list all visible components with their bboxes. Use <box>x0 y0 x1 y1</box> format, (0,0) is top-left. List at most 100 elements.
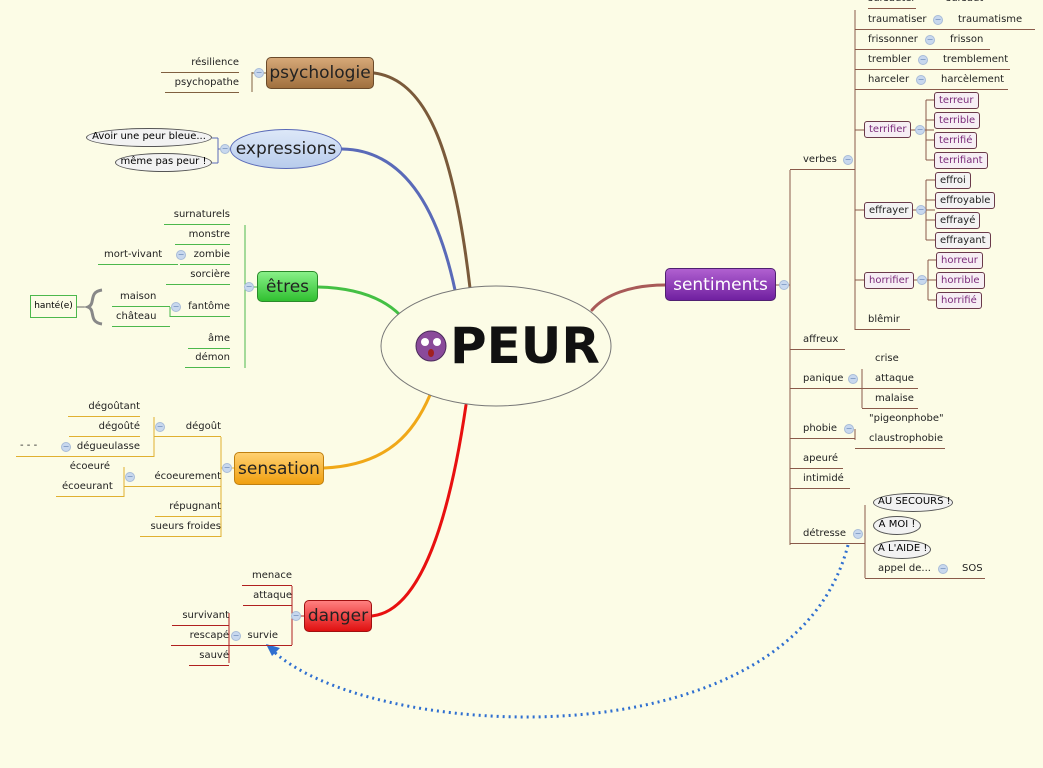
leaf[interactable]: attaque <box>862 371 918 389</box>
collapse-toggle[interactable]: − <box>155 422 165 432</box>
leaf[interactable]: sauvé <box>189 648 229 666</box>
collapse-toggle[interactable]: − <box>254 68 264 78</box>
derived-word[interactable]: effrayant <box>935 232 991 249</box>
verb[interactable]: traumatiser <box>855 12 1035 30</box>
verb[interactable]: blêmir <box>855 312 910 330</box>
leaf[interactable]: écoeuré <box>69 461 110 472</box>
verb[interactable]: trembler <box>855 52 1010 70</box>
derived-word[interactable]: horreur <box>936 252 983 269</box>
central-topic[interactable]: PEUR <box>450 317 600 375</box>
leaf[interactable]: écoeurement <box>124 469 221 487</box>
derived-word[interactable]: horrible <box>936 272 985 289</box>
leaf[interactable]: menace <box>241 568 292 586</box>
noun[interactable]: harcèlement <box>941 74 1005 85</box>
derived-word[interactable]: terreur <box>934 92 979 109</box>
leaf[interactable]: appel de... <box>865 561 985 579</box>
noun[interactable]: tremblement <box>943 54 1009 65</box>
callout-bubble[interactable]: A L'AIDE ! <box>873 540 931 559</box>
derived-word[interactable]: horrifié <box>936 292 982 309</box>
collapse-toggle[interactable]: − <box>231 631 241 641</box>
topic-sensation[interactable]: sensation <box>234 452 324 485</box>
leaf[interactable]: crise <box>875 353 899 364</box>
leaf[interactable]: démon <box>185 350 230 368</box>
leaf[interactable]: apeuré <box>790 451 843 469</box>
topic-psychologie[interactable]: psychologie <box>266 57 374 89</box>
leaf[interactable]: répugnant <box>155 499 221 517</box>
leaf[interactable]: monstre <box>174 227 230 245</box>
collapse-toggle[interactable]: − <box>125 472 135 482</box>
leaf[interactable]: SOS <box>962 563 983 574</box>
leaf[interactable]: intimidé <box>790 471 850 489</box>
leaf[interactable]: château <box>112 309 170 327</box>
branch-verbes[interactable]: verbes <box>790 152 855 170</box>
leaf[interactable]: sorcière <box>166 267 230 285</box>
leaf[interactable]: écoeurant <box>56 479 124 497</box>
topic-danger[interactable]: danger <box>304 600 372 632</box>
collapse-toggle[interactable]: − <box>933 15 943 25</box>
leaf[interactable]: âme <box>187 331 230 349</box>
leaf[interactable]: dégoûtant <box>68 399 140 417</box>
collapse-toggle[interactable]: − <box>915 125 925 135</box>
derived-word[interactable]: effroi <box>935 172 971 189</box>
leaf[interactable]: psychopathe <box>164 75 239 93</box>
collapse-toggle[interactable]: − <box>844 424 854 434</box>
collapse-toggle[interactable]: − <box>916 75 926 85</box>
collapse-toggle[interactable]: − <box>171 302 181 312</box>
leaf[interactable]: malaise <box>862 391 918 409</box>
hante-box[interactable]: hanté(e) <box>30 295 77 318</box>
callout-bubble[interactable]: AU SECOURS ! <box>873 493 953 512</box>
collapse-toggle[interactable]: − <box>925 35 935 45</box>
collapse-toggle[interactable]: − <box>916 205 926 215</box>
collapse-toggle[interactable]: − <box>222 463 232 473</box>
leaf[interactable]: "pigeonphobe" <box>869 413 944 424</box>
leaf[interactable]: zombie <box>180 247 230 265</box>
leaf[interactable]: rescapé <box>189 628 229 646</box>
leaf[interactable]: dégoûté <box>68 419 140 437</box>
expression-bubble[interactable]: Avoir une peur bleue... <box>86 128 212 147</box>
leaf[interactable]: attaque <box>243 588 292 606</box>
collapse-toggle[interactable]: − <box>938 564 948 574</box>
verb[interactable]: sursauter <box>868 0 916 9</box>
derived-word[interactable]: terrifiant <box>934 152 988 169</box>
derived-word[interactable]: terrifié <box>934 132 978 149</box>
leaf[interactable]: survie <box>171 628 292 646</box>
derived-word[interactable]: terrible <box>934 112 981 129</box>
leaf[interactable]: résilience <box>161 55 239 73</box>
collapse-toggle[interactable]: − <box>853 529 863 539</box>
verb-horrifier[interactable]: horrifier <box>864 272 914 289</box>
verb-terrifier[interactable]: terrifier <box>864 121 912 138</box>
leaf[interactable]: affreux <box>790 332 845 350</box>
collapse-toggle[interactable]: − <box>843 155 853 165</box>
noun[interactable]: frisson <box>950 34 984 45</box>
leaf[interactable]: sueurs froides <box>140 519 221 537</box>
collapse-toggle[interactable]: − <box>918 55 928 65</box>
verb[interactable]: harceler <box>855 72 1008 90</box>
branch-panique[interactable]: panique <box>790 371 862 389</box>
leaf[interactable]: mort-vivant <box>98 247 178 265</box>
leaf[interactable]: dégoût <box>154 419 221 437</box>
collapse-toggle[interactable]: − <box>61 442 71 452</box>
topic-expressions[interactable]: expressions <box>230 129 342 169</box>
collapse-toggle[interactable]: − <box>220 144 230 154</box>
noun[interactable]: traumatisme <box>958 14 1023 25</box>
collapse-toggle[interactable]: − <box>291 611 301 621</box>
expression-bubble[interactable]: même pas peur ! <box>115 153 212 172</box>
collapse-toggle[interactable]: − <box>779 280 789 290</box>
noun[interactable]: sursaut <box>946 0 983 9</box>
leaf[interactable]: maison <box>112 289 170 307</box>
collapse-toggle[interactable]: − <box>244 282 254 292</box>
leaf[interactable]: surnaturels <box>163 207 230 225</box>
branch-detresse[interactable]: détresse <box>790 526 865 544</box>
leaf[interactable]: claustrophobie <box>855 431 945 449</box>
collapse-toggle[interactable]: − <box>848 374 858 384</box>
topic-etres[interactable]: êtres <box>257 271 318 302</box>
leaf[interactable]: dégueulasse <box>16 439 154 457</box>
derived-word[interactable]: effrayé <box>935 212 981 229</box>
verb-effrayer[interactable]: effrayer <box>864 202 914 219</box>
branch-phobie[interactable]: phobie <box>790 421 855 439</box>
leaf[interactable]: fantôme <box>170 299 230 317</box>
verb[interactable]: frissonner <box>855 32 990 50</box>
topic-sentiments[interactable]: sentiments <box>665 268 776 301</box>
leaf[interactable]: survivant <box>172 608 229 626</box>
callout-bubble[interactable]: A MOI ! <box>873 516 921 535</box>
